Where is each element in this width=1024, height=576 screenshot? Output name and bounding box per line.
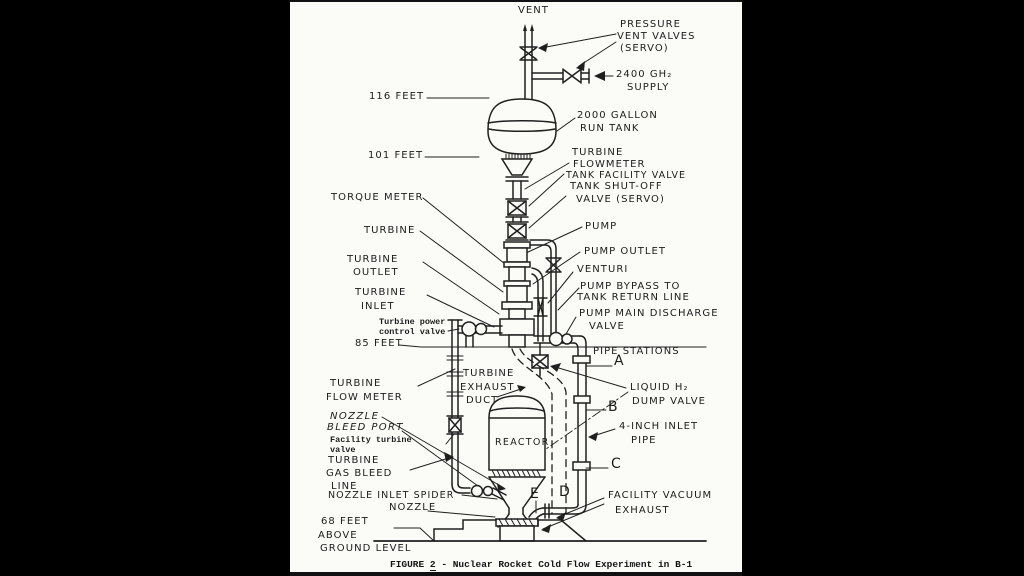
label-turbine-flowmeter-top-2: FLOWMETER: [573, 159, 646, 170]
label-85-feet: 85 FEET: [355, 338, 403, 349]
scan-edge-bottom: [290, 572, 742, 576]
label-tank-facility-valve: TANK FACILITY VALVE: [566, 170, 687, 181]
label-turbine-exhaust-duct-3: DUCT: [466, 395, 499, 406]
reactor-funnel: [488, 476, 546, 509]
label-pressure-vent-1: PRESSURE: [620, 19, 681, 30]
label-tank-shutoff-2: VALVE (SERVO): [576, 194, 665, 205]
label-gh2-supply-1: 2400 GH₂: [616, 69, 673, 80]
label-116-feet: 116 FEET: [369, 91, 425, 102]
label-gh2-supply-2: SUPPLY: [627, 82, 670, 93]
label-turbine-flowmeter-left-1: TURBINE: [330, 378, 382, 389]
label-pump: PUMP: [585, 221, 618, 232]
label-turbine-power-valve-1: Turbine power: [379, 317, 446, 327]
label-pump-bypass-2: TANK RETURN LINE: [577, 292, 690, 303]
label-nozzle: NOZZLE: [389, 502, 437, 513]
label-liquid-h2-1: LIQUID H₂: [630, 382, 689, 393]
label-pump-outlet: PUMP OUTLET: [584, 246, 667, 257]
tank-outlet-valves: [500, 158, 534, 241]
label-pressure-vent-2: VENT VALVES: [617, 31, 696, 42]
label-turbine-outlet-2: OUTLET: [353, 267, 399, 278]
label-68-feet-3: GROUND LEVEL: [320, 543, 412, 554]
label-run-tank-1: 2000 GALLON: [577, 110, 658, 121]
run-tank: [487, 98, 557, 160]
left-bleed-pipe: [446, 319, 507, 501]
label-turbine-flowmeter-top-1: TURBINE: [572, 147, 624, 158]
label-turbine-power-valve-2: control valve: [379, 327, 446, 337]
label-tank-shutoff-1: TANK SHUT-OFF: [570, 181, 663, 192]
label-turbine-gas-bleed-1: TURBINE: [328, 455, 380, 466]
label-inlet-pipe-1: 4-INCH INLET: [619, 421, 699, 432]
label-turbine-gas-bleed-3: LINE: [331, 481, 358, 492]
label-station-d: D: [559, 484, 570, 500]
inlet-pipe-right: [528, 355, 613, 522]
label-turbine-exhaust-duct-1: TURBINE: [463, 368, 515, 379]
label-68-feet-2: ABOVE: [318, 530, 358, 541]
label-pipe-stations: PIPE STATIONS: [593, 346, 680, 357]
label-venturi: VENTURI: [577, 264, 629, 275]
label-facility-vacuum-1: FACILITY VACUUM: [608, 490, 713, 501]
pedestal-ground: [373, 500, 707, 542]
vent-pipe-assembly: [519, 24, 614, 103]
pump-outlet-venturi: [531, 267, 548, 342]
label-station-b: B: [608, 399, 618, 415]
label-pressure-vent-3: (SERVO): [620, 43, 669, 54]
label-turbine-exhaust-duct-2: EXHAUST: [460, 382, 515, 393]
dump-valve: [531, 342, 549, 377]
label-turbine-outlet-1: TURBINE: [347, 254, 399, 265]
label-station-c: C: [611, 456, 621, 472]
label-pump-bypass-1: PUMP BYPASS TO: [580, 281, 681, 292]
reactor-vessel: [488, 395, 546, 528]
caption-number: 2: [429, 559, 436, 571]
label-nozzle-inlet-spider: NOZZLE INLET SPIDER: [328, 490, 455, 501]
label-station-e: E: [530, 486, 539, 502]
label-pump-main-discharge-1: PUMP MAIN DISCHARGE: [579, 308, 719, 319]
label-turbine-inlet-2: INLET: [361, 301, 395, 312]
label-nozzle-bleed-2: BLEED PORT: [327, 422, 404, 433]
label-turbine-inlet-1: TURBINE: [355, 287, 407, 298]
label-101-feet: 101 FEET: [368, 150, 424, 161]
label-turbine-gas-bleed-2: GAS BLEED: [326, 468, 393, 479]
leader-arrowheads: [444, 43, 605, 533]
turbine-exhaust-duct: [511, 348, 567, 515]
leader-lines: [381, 33, 629, 542]
label-nozzle-bleed-1: NOZZLE: [330, 411, 380, 422]
label-liquid-h2-2: DUMP VALVE: [632, 396, 707, 407]
label-inlet-pipe-2: PIPE: [631, 435, 657, 446]
label-facility-vacuum-2: EXHAUST: [615, 505, 670, 516]
scan-edge-top: [290, 0, 742, 2]
label-pump-main-discharge-2: VALVE: [589, 321, 625, 332]
figure-caption: FIGURE 2 - Nuclear Rocket Cold Flow Expe…: [390, 559, 693, 571]
caption-prefix: FIGURE: [390, 559, 430, 570]
label-run-tank-2: RUN TANK: [580, 123, 640, 134]
label-station-a: A: [614, 353, 624, 369]
discharge-line: [533, 331, 587, 506]
label-reactor: REACTOR: [495, 437, 550, 448]
pump-bypass-line: [529, 239, 562, 342]
label-turbine: TURBINE: [364, 225, 416, 236]
label-facility-turbine-valve-1: Facility turbine: [330, 435, 412, 445]
caption-text: - Nuclear Rocket Cold Flow Experiment in…: [435, 559, 693, 570]
label-facility-turbine-valve-2: valve: [330, 445, 356, 455]
label-vent: VENT: [518, 5, 549, 16]
label-68-feet-1: 68 FEET: [321, 516, 369, 527]
label-turbine-flowmeter-left-2: FLOW METER: [326, 392, 403, 403]
label-torque-meter: TORQUE METER: [331, 192, 424, 203]
pump-turbine-column: [499, 241, 535, 348]
